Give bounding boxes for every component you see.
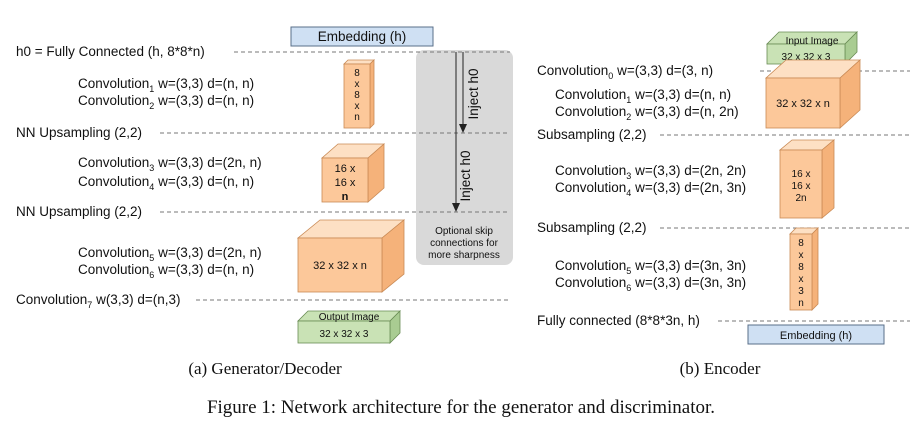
encoder-input-dims: 32 x 32 x 3 bbox=[782, 52, 831, 63]
decoder-cube-32x32xn: 32 x 32 x n bbox=[296, 219, 406, 293]
encoder-embedding-box bbox=[747, 324, 885, 345]
skip-note-line1: Optional skip bbox=[435, 226, 493, 237]
decoder-cube-big-label: 32 x 32 x n bbox=[313, 260, 367, 272]
encoder-conv6-label: Convolution6 w=(3,3) d=(3n, 3n) bbox=[555, 275, 746, 293]
encoder-cube-mid-line2: 16 x bbox=[792, 181, 811, 192]
encoder-conv5-label: Convolution5 w=(3,3) d=(3n, 3n) bbox=[555, 258, 746, 276]
encoder-input-image-label: Input Image bbox=[786, 36, 839, 47]
decoder-conv3-label: Convolution3 w=(3,3) d=(2n, n) bbox=[78, 155, 262, 173]
encoder-subsampling-1: Subsampling (2,2) bbox=[537, 127, 647, 142]
decoder-conv1-label: Convolution1 w=(3,3) d=(n, n) bbox=[78, 76, 254, 94]
decoder-cube-small-line3: 8 bbox=[354, 90, 360, 101]
encoder-cube-16x16x2n: 16 x 16 x 2n bbox=[778, 139, 836, 219]
skip-note-line3: more sharpness bbox=[428, 250, 500, 261]
encoder-caption: (b) Encoder bbox=[680, 359, 761, 378]
decoder-conv6-label: Convolution6 w=(3,3) d=(n, n) bbox=[78, 262, 254, 280]
decoder-embedding-label: Embedding (h) bbox=[318, 29, 407, 44]
encoder-cube-small-line3: 8 bbox=[798, 262, 804, 273]
inject-arrowhead-1 bbox=[459, 124, 467, 133]
encoder-cube-small-line1: 8 bbox=[798, 238, 804, 249]
decoder-caption: (a) Generator/Decoder bbox=[188, 359, 342, 378]
encoder-cube-small-line6: n bbox=[798, 298, 804, 309]
decoder-cube-small-line4: x bbox=[355, 101, 360, 112]
decoder-output-image: Output Image 32 x 32 x 3 bbox=[297, 310, 401, 344]
decoder-output-dims: 32 x 32 x 3 bbox=[320, 329, 369, 340]
encoder-cube-8x8x3n: 8 x 8 x 3 n bbox=[789, 227, 819, 311]
encoder-conv1-label: Convolution1 w=(3,3) d=(n, n) bbox=[555, 87, 731, 105]
encoder-conv0-label: Convolution0 w=(3,3) d=(3, n) bbox=[537, 63, 713, 81]
decoder-cube-mid-line1: 16 x bbox=[335, 163, 356, 175]
encoder-cube-big-label: 32 x 32 x n bbox=[776, 98, 830, 110]
decoder-conv7-label: Convolution7 w(3,3) d=(n,3) bbox=[16, 292, 180, 310]
inject-h0-label-2: Inject h0 bbox=[458, 150, 473, 201]
skip-note-line2: connections for bbox=[430, 238, 498, 249]
encoder-cube-small-line2: x bbox=[799, 250, 804, 261]
figure-caption: Figure 1: Network architecture for the g… bbox=[207, 397, 715, 418]
encoder-cube-mid-line3: 2n bbox=[795, 193, 806, 204]
decoder-upsampling-1: NN Upsampling (2,2) bbox=[16, 125, 142, 140]
decoder-h0-label: h0 = Fully Connected (h, 8*8*n) bbox=[16, 44, 205, 59]
encoder-panel: Input Image 32 x 32 x 3 Convolution0 w=(… bbox=[537, 31, 910, 378]
decoder-cube-small-line5: n bbox=[354, 112, 360, 123]
encoder-conv2-label: Convolution2 w=(3,3) d=(n, 2n) bbox=[555, 104, 739, 122]
decoder-cube-mid-line2: 16 x bbox=[335, 177, 356, 189]
decoder-cube-small-line2: x bbox=[355, 79, 360, 90]
encoder-subsampling-2: Subsampling (2,2) bbox=[537, 220, 647, 235]
encoder-embedding-label: Embedding (h) bbox=[780, 330, 852, 342]
encoder-conv4-label: Convolution4 w=(3,3) d=(2n, 3n) bbox=[555, 180, 746, 198]
decoder-cube-mid-line3: n bbox=[342, 191, 349, 203]
decoder-panel: Embedding (h) h0 = Fully Connected (h, 8… bbox=[16, 26, 513, 378]
decoder-conv4-label: Convolution4 w=(3,3) d=(n, n) bbox=[78, 174, 254, 192]
decoder-conv2-label: Convolution2 w=(3,3) d=(n, n) bbox=[78, 93, 254, 111]
skip-connection-panel bbox=[416, 50, 513, 265]
decoder-output-image-label: Output Image bbox=[319, 312, 380, 323]
encoder-input-image: Input Image 32 x 32 x 3 bbox=[766, 31, 858, 65]
encoder-cube-small-line5: 3 bbox=[798, 286, 804, 297]
encoder-conv3-label: Convolution3 w=(3,3) d=(2n, 2n) bbox=[555, 163, 746, 181]
encoder-cube-32x32xn: 32 x 32 x n bbox=[764, 59, 862, 129]
decoder-upsampling-2: NN Upsampling (2,2) bbox=[16, 204, 142, 219]
encoder-cube-small-line4: x bbox=[799, 274, 804, 285]
decoder-cube-8x8xn: 8 x 8 x n bbox=[343, 59, 375, 129]
inject-h0-label-1: Inject h0 bbox=[466, 68, 481, 119]
decoder-conv5-label: Convolution5 w=(3,3) d=(2n, n) bbox=[78, 245, 262, 263]
inject-arrowhead-2 bbox=[452, 203, 460, 212]
encoder-cube-mid-line1: 16 x bbox=[792, 169, 811, 180]
decoder-cube-16x16xn: 16 x 16 x n bbox=[320, 143, 386, 203]
decoder-cube-small-line1: 8 bbox=[354, 68, 360, 79]
encoder-fully-connected: Fully connected (8*8*3n, h) bbox=[537, 313, 700, 328]
decoder-embedding-box bbox=[290, 26, 434, 47]
